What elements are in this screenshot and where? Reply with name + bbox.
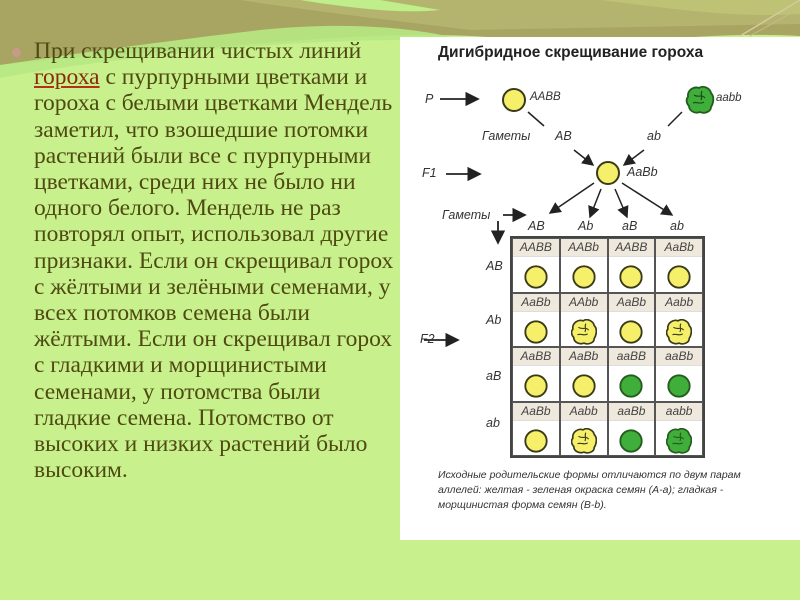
cell-genotype: AaBb [656,239,702,257]
punnett-cell: aaBB [607,347,656,402]
yellow-smooth-pea-icon [572,374,596,398]
parent-gamete-1: AB [555,129,572,143]
green-wrinkled-pea-icon [685,85,715,114]
p-label: P [425,92,434,106]
yellow-wrinkled-pea-icon [666,318,693,345]
dihybrid-cross-diagram: Дигибридное скрещивание гороха [400,37,800,540]
cell-genotype: AaBB [513,348,559,366]
f1-label: F1 [422,166,437,180]
text-after-link: с пурпурными цветками и гороха с белыми … [34,64,394,484]
bullet-icon [12,48,21,57]
diagram-title: Дигибридное скрещивание гороха [438,44,704,61]
cell-genotype: AaBb [513,402,559,421]
green-smooth-pea-icon [667,374,691,398]
cell-genotype: AABb [560,239,607,257]
yellow-smooth-pea-icon [572,265,596,289]
yellow-smooth-pea-icon [667,265,691,289]
green-wrinkled-pea-icon [666,427,693,454]
yellow-smooth-pea-icon [524,374,548,398]
row-gamete-1: AB [486,259,503,273]
cell-genotype: AABB [608,239,655,257]
cell-genotype: AaBb [513,293,559,312]
punnett-cell: Aabb [655,292,703,347]
punnett-cell: aaBb [655,347,703,402]
yellow-smooth-pea-icon [524,265,548,289]
cell-genotype: aaBB [608,348,655,366]
yellow-smooth-pea-icon [502,88,526,112]
gametes-label-f1: Гаметы [442,208,491,222]
diagram-caption: Исходные родительские формы отличаются п… [438,469,741,511]
cell-genotype: Aabb [560,402,607,421]
f1-gamete-3: aB [622,219,638,233]
cell-genotype: AAbb [560,293,607,312]
peas-link[interactable]: гороха [34,64,100,91]
punnett-cell: AaBB [512,347,560,402]
punnett-cell: AABB [512,238,560,293]
green-smooth-pea-icon [619,374,643,398]
punnett-cell: AaBb [512,401,560,456]
diagram-arrows [424,85,715,348]
row-gamete-4: ab [486,416,500,430]
punnett-cell: aabb [655,401,703,456]
cell-genotype: aabb [656,402,702,421]
green-smooth-pea-icon [619,428,643,453]
text-before-link: При скрещивании чистых линий [34,38,362,64]
yellow-wrinkled-pea-icon [570,427,597,454]
yellow-smooth-pea-icon [619,265,643,289]
punnett-cell: AAbb [559,292,608,347]
slide-body: При скрещивании чистых линий гороха с пу… [12,38,402,483]
cell-genotype: aaBb [656,348,702,366]
cell-genotype: AABB [513,239,559,257]
parent-gamete-2: ab [647,129,661,143]
punnett-cell: AaBb [655,238,703,293]
punnett-cell: Aabb [559,401,608,456]
row-gamete-3: aB [486,369,502,383]
bullet-paragraph: При скрещивании чистых линий гороха с пу… [34,38,402,483]
punnett-cell: AaBb [512,292,560,347]
cell-genotype: AaBb [608,293,655,312]
yellow-wrinkled-pea-icon [570,318,597,345]
parent-genotype-1: AABB [530,91,561,103]
punnett-cell: AaBb [607,292,656,347]
punnett-cell: AABb [559,238,608,293]
f1-gamete-2: Ab [578,219,594,233]
cell-genotype: AaBb [560,348,607,366]
f2-label: F2 [420,332,435,346]
punnett-cell: AaBb [559,347,608,402]
f1-yellow-smooth-pea-icon [596,161,620,185]
gametes-label-parents: Гаметы [482,129,531,143]
f1-gamete-4: ab [670,219,684,233]
punnett-cell: aaBb [607,401,656,456]
f1-genotype: AaBb [627,165,658,179]
punnett-cell: AABB [607,238,656,293]
f1-gamete-1: AB [528,219,545,233]
yellow-smooth-pea-icon [619,319,643,344]
yellow-smooth-pea-icon [524,319,548,344]
cell-genotype: aaBb [608,402,655,421]
parent-genotype-2: aabb [716,92,742,104]
yellow-smooth-pea-icon [524,428,548,453]
row-gamete-2: Ab [486,313,502,327]
cell-genotype: Aabb [656,293,702,312]
